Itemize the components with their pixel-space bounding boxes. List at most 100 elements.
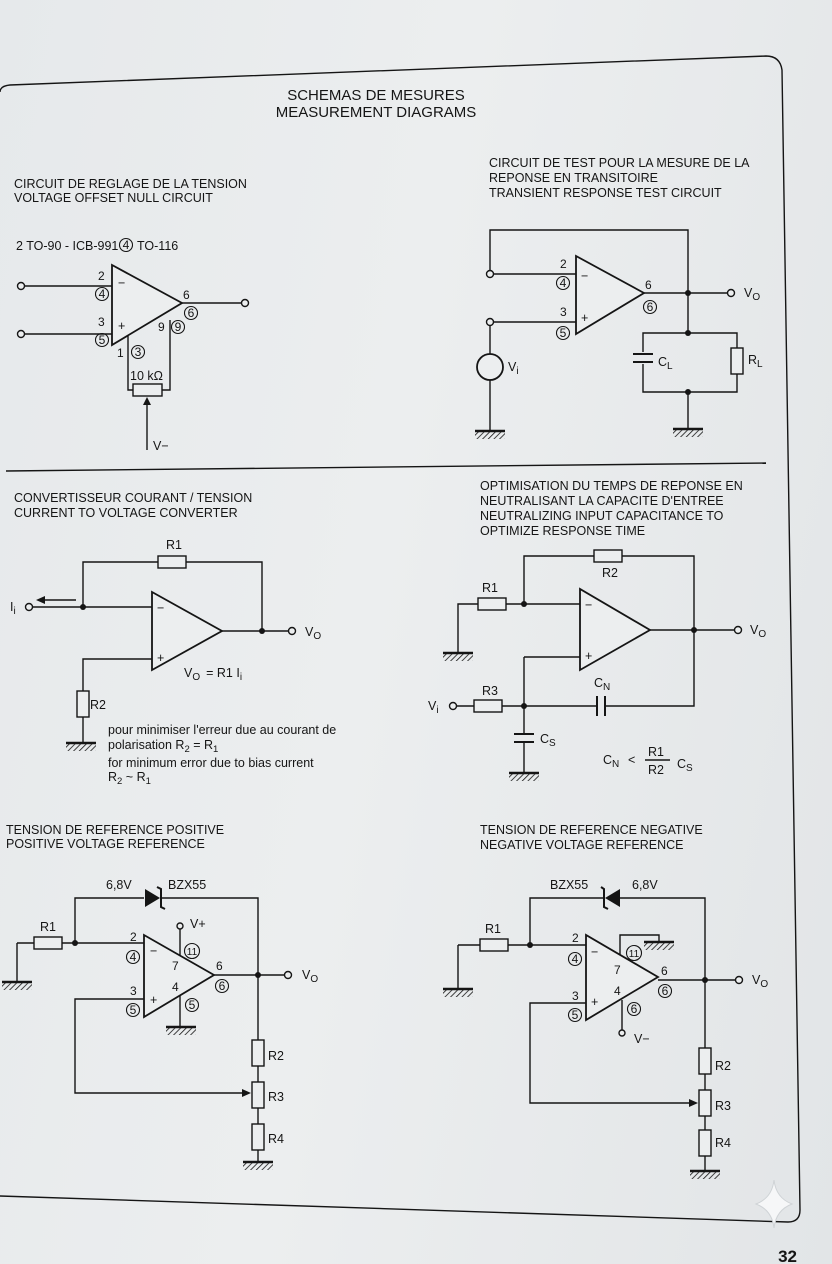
d3-node-in [80, 604, 86, 610]
d2-pin3c: 5 [560, 326, 567, 340]
d4-ground-r1 [441, 651, 475, 663]
page-title-fr: SCHEMAS DE MESURES [287, 87, 465, 104]
d4-vo: VO [750, 623, 766, 640]
d5-pin4: 4 [172, 980, 179, 994]
d4-cn: CN [594, 676, 610, 693]
d2-pin3: 3 [560, 305, 567, 319]
positive-voltage-reference: TENSION DE REFERENCE POSITIVE POSITIVE V… [0, 823, 318, 1172]
d3-feedback-left [82, 561, 158, 607]
d2-rl-label: RL [748, 353, 763, 370]
d1-pin2: 2 [98, 269, 105, 283]
d4-title-2: NEUTRALISANT LA CAPACITE D'ENTREE [480, 494, 724, 508]
d6-pin3c: 5 [572, 1008, 579, 1022]
d4-plus: + [585, 649, 592, 663]
d6-zener-left [529, 897, 603, 945]
d5-vo: VO [302, 968, 318, 985]
d5-minus: − [150, 944, 157, 958]
d6-plus: + [591, 995, 598, 1009]
d6-r2 [698, 1047, 712, 1075]
d5-zener-right [161, 897, 259, 975]
d2-title-3: TRANSIENT RESPONSE TEST CIRCUIT [489, 186, 722, 200]
d3-wire-ninv [82, 658, 152, 691]
d1-pin6c-circle [183, 305, 199, 321]
d4-vi: Vi [428, 699, 439, 716]
d4-eq-cs: CS [677, 757, 693, 774]
d3-r2 [76, 690, 90, 718]
d5-terminal-out [283, 970, 293, 980]
d1-vneg: V− [153, 439, 169, 453]
d1-terminal-in3 [16, 329, 26, 339]
d5-zener-body [145, 889, 160, 907]
d5-r4 [251, 1123, 265, 1151]
d1-pot-label: 10 kΩ [130, 369, 163, 383]
d2-terminal-ninv [485, 317, 495, 327]
d1-pin1c-circle [130, 344, 146, 360]
d3-minus: − [157, 601, 164, 615]
d6-vminus-term [618, 1029, 626, 1037]
d6-pin2c-circle [567, 951, 583, 967]
d4-r2 [593, 549, 623, 563]
d4-r1 [477, 597, 507, 611]
d4-eq-lt: < [628, 753, 635, 767]
d3-out-node [259, 628, 265, 634]
d2-rl [730, 347, 744, 375]
d1-pin9c-circle [170, 319, 186, 335]
d2-load-top [642, 332, 738, 352]
d2-pin2c: 4 [560, 276, 567, 290]
d4-title-3: NEUTRALIZING INPUT CAPACITANCE TO [480, 509, 724, 523]
d5-pin6c: 6 [219, 979, 226, 993]
d1-pin6: 6 [183, 288, 190, 302]
d1-title-fr: CIRCUIT DE REGLAGE DE LA TENSION [14, 177, 247, 191]
d1-pin9c: 9 [175, 320, 182, 334]
d1-pin3c: 5 [99, 333, 106, 347]
negative-voltage-reference: TENSION DE REFERENCE NEGATIVE NEGATIVE V… [441, 823, 768, 1181]
d4-minus: − [585, 598, 592, 612]
d4-r3-label: R3 [482, 684, 498, 698]
d6-r3-label: R3 [715, 1099, 731, 1113]
d3-ii: Ii [10, 600, 16, 617]
d1-package-b-num: 4 [123, 238, 130, 252]
d2-terminal-out [726, 288, 736, 298]
d5-pin2c: 4 [130, 950, 137, 964]
d6-zv: 6,8V [632, 878, 658, 892]
d6-pin4: 4 [614, 984, 621, 998]
d2-pin2: 2 [560, 257, 567, 271]
d5-zv: 6,8V [106, 878, 132, 892]
d2-ground-load [671, 427, 705, 439]
d5-r1-label: R1 [40, 920, 56, 934]
d2-feedback [489, 229, 689, 293]
d4-r3 [473, 699, 503, 713]
d2-source [476, 353, 504, 381]
d2-plus: + [581, 311, 588, 325]
d3-ii-arrowhead [36, 596, 45, 604]
d2-cl: CL [658, 355, 673, 372]
d5-pin5c: 5 [189, 998, 196, 1012]
d6-ground-op [642, 940, 676, 952]
d4-r1-gnd [457, 603, 478, 652]
d2-vo: VO [744, 286, 760, 303]
d6-pin2: 2 [572, 931, 579, 945]
d2-minus: − [581, 269, 588, 283]
d6-node-inv [527, 942, 533, 948]
d5-pin11c: 11 [187, 947, 198, 958]
d3-terminal-in [24, 602, 34, 612]
d1-null-wire-left [127, 336, 133, 391]
d1-package-a: 2 TO-90 - ICB-991 [16, 239, 118, 253]
d1-opamp [111, 263, 184, 347]
d4-cs: CS [540, 732, 556, 749]
d5-r2 [251, 1039, 265, 1067]
d3-title-en: CURRENT TO VOLTAGE CONVERTER [14, 506, 238, 520]
d2-opamp [575, 254, 646, 336]
d5-vplus-term [176, 922, 184, 930]
d5-pin11c-circle [183, 942, 201, 960]
d5-pin2c-circle [125, 949, 141, 965]
d1-pin3c-circle [94, 332, 110, 348]
d4-cn-right [606, 630, 695, 707]
d3-note-fr-2: polarisation R2 = R1 [108, 738, 218, 755]
d5-ground-op [164, 1025, 198, 1037]
d6-pin11-wire [619, 934, 660, 955]
d4-r2-label: R2 [602, 566, 618, 580]
d6-r4-label: R4 [715, 1136, 731, 1150]
d1-pin1c: 3 [135, 345, 142, 359]
d2-ground-source [473, 429, 507, 441]
